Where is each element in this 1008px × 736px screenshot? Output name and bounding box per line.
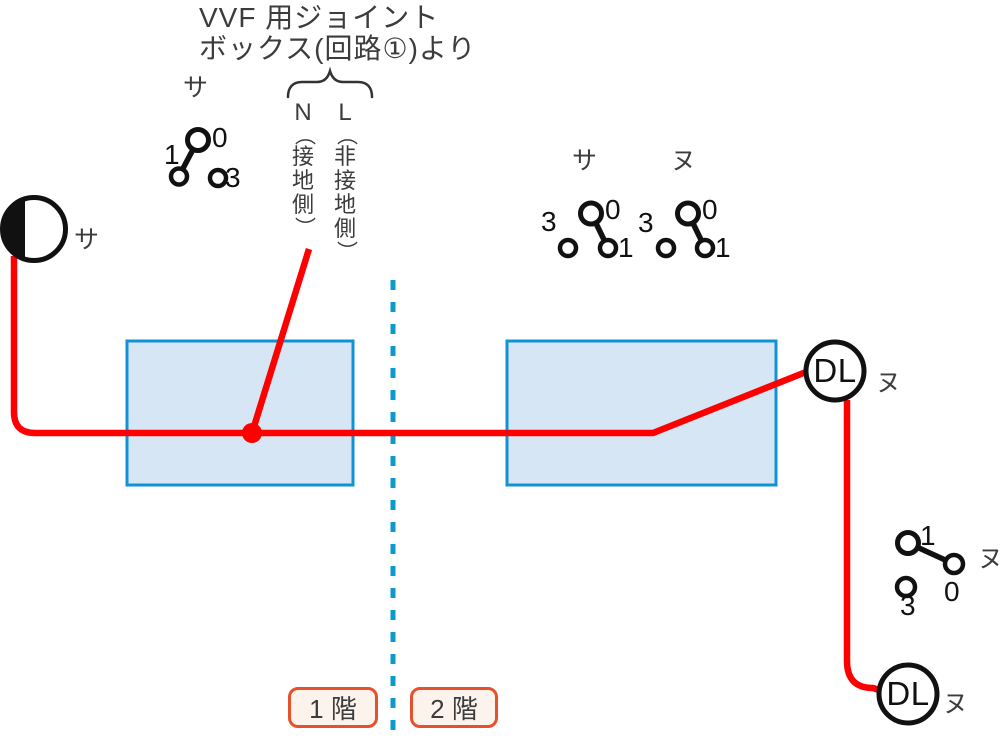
downlight-1-text: DL <box>813 352 857 389</box>
live-paren-open: （ <box>334 124 357 146</box>
wall-lamp-icon <box>0 195 68 263</box>
switch-nu-bottom-terminal-3: 3 <box>900 590 916 621</box>
neutral-wire-label: N （ 接 地 側 ） <box>289 99 317 238</box>
switch-sa-1f-terminal-3: 3 <box>225 162 241 193</box>
downlight-icon-1 <box>803 339 867 403</box>
floor-badge-1f: 1 階 <box>288 687 378 728</box>
joint-box-1f <box>125 339 355 487</box>
wire-source-feed <box>248 248 313 434</box>
joint-box-note-line2: ボックス(回路①)より <box>199 33 477 64</box>
live-char-1: 非 <box>333 144 356 169</box>
switch-nu-2f-terminal-1: 1 <box>715 232 731 263</box>
switch-symbol-sa-1f <box>168 127 229 189</box>
downlight-2-text: DL <box>886 675 930 712</box>
floor-badge-2f: 2 階 <box>410 687 498 728</box>
switch-nu-bottom-label: ヌ <box>978 545 1004 573</box>
downlight-icon-2 <box>876 662 940 726</box>
switch-sa-2f-terminal-3: 3 <box>541 206 557 237</box>
junction-dot <box>242 423 262 443</box>
neutral-letter: N <box>294 99 312 126</box>
joint-box-note: VVF 用ジョイント ボックス(回路①)より <box>199 2 476 64</box>
switch-nu-bottom-terminal-1: 1 <box>920 520 936 551</box>
neutral-paren-close: ） <box>292 216 315 238</box>
switch-sa-2f-label: サ <box>572 147 598 175</box>
switch-sa-2f-terminal-1: 1 <box>618 232 634 263</box>
brace-icon <box>286 66 374 99</box>
switch-nu-bottom-terminal-0: 0 <box>944 576 960 607</box>
neutral-char-2: 地 <box>291 168 314 193</box>
switch-symbol-nu-2f <box>655 200 716 259</box>
neutral-paren-open: （ <box>292 124 315 146</box>
switch-nu-2f-label: ヌ <box>671 147 697 175</box>
switch-sa-1f-label: サ <box>183 74 209 102</box>
live-char-2: 接 <box>333 168 356 193</box>
downlight-1-label: ヌ <box>876 369 902 397</box>
neutral-char-3: 側 <box>291 192 314 217</box>
live-letter: L <box>338 99 352 126</box>
live-wire-label: L （ 非 接 地 側 ） <box>331 99 359 262</box>
downlight-2-label: ヌ <box>943 690 969 718</box>
live-char-3: 地 <box>333 192 356 217</box>
neutral-char-1: 接 <box>291 144 314 169</box>
joint-box-note-line1: VVF 用ジョイント <box>199 2 440 33</box>
live-paren-close: ） <box>334 240 357 262</box>
switch-sa-1f-terminal-1: 1 <box>164 139 180 170</box>
switch-symbol-sa-2f <box>557 200 619 259</box>
joint-box-2f <box>505 339 778 487</box>
switch-nu-2f-terminal-0: 0 <box>702 194 718 225</box>
wire-lamp-to-dl1 <box>10 256 808 437</box>
lamp-label: サ <box>74 226 100 254</box>
switch-symbol-nu-bottom <box>894 530 966 599</box>
switch-sa-1f-terminal-0: 0 <box>212 122 228 153</box>
wire-dl1-to-dl2 <box>843 400 881 694</box>
live-char-4: 側 <box>333 216 356 241</box>
switch-sa-2f-terminal-0: 0 <box>605 194 621 225</box>
switch-nu-2f-terminal-3: 3 <box>638 207 654 238</box>
